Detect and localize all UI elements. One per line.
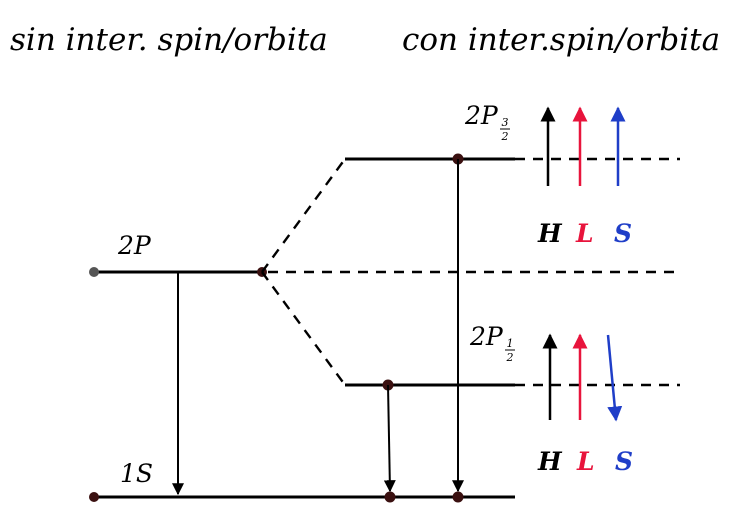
vector-s-upper-label: S [614,219,632,248]
split-down-dashed-line [261,271,346,386]
level-1s-dot-p32 [452,491,464,503]
transition-2p12-1s-arrow [383,384,396,493]
vector-h-lower-label: H [537,447,563,476]
vector-l-lower-label: L [576,447,595,476]
svg-text:2: 2 [506,351,514,364]
split-up-dashed-line [261,158,346,273]
vector-s-lower-label: S [615,447,633,476]
level-1s-dot-p12 [384,491,396,503]
svg-text:2: 2 [501,130,509,143]
svg-text:2P: 2P [469,322,504,351]
level-1s-left-dot [89,492,99,502]
level-1s-label: 1S [120,459,153,488]
vector-s-lower-arrow [606,334,623,422]
level-2p-dot [89,267,99,277]
header-without-spin-orbit: sin inter. spin/orbita [10,22,328,58]
svg-text:3: 3 [502,116,509,129]
svg-text:1: 1 [507,337,514,350]
header-with-spin-orbit: con inter.spin/orbita [402,22,720,58]
level-2p12-label: 2P 1 2 [469,322,515,364]
svg-text:2P: 2P [464,101,499,130]
vector-h-upper-label: H [537,219,563,248]
level-2p32-label: 2P 3 2 [464,101,510,143]
vector-l-upper-label: L [575,219,594,248]
level-2p-label: 2P [117,231,152,260]
